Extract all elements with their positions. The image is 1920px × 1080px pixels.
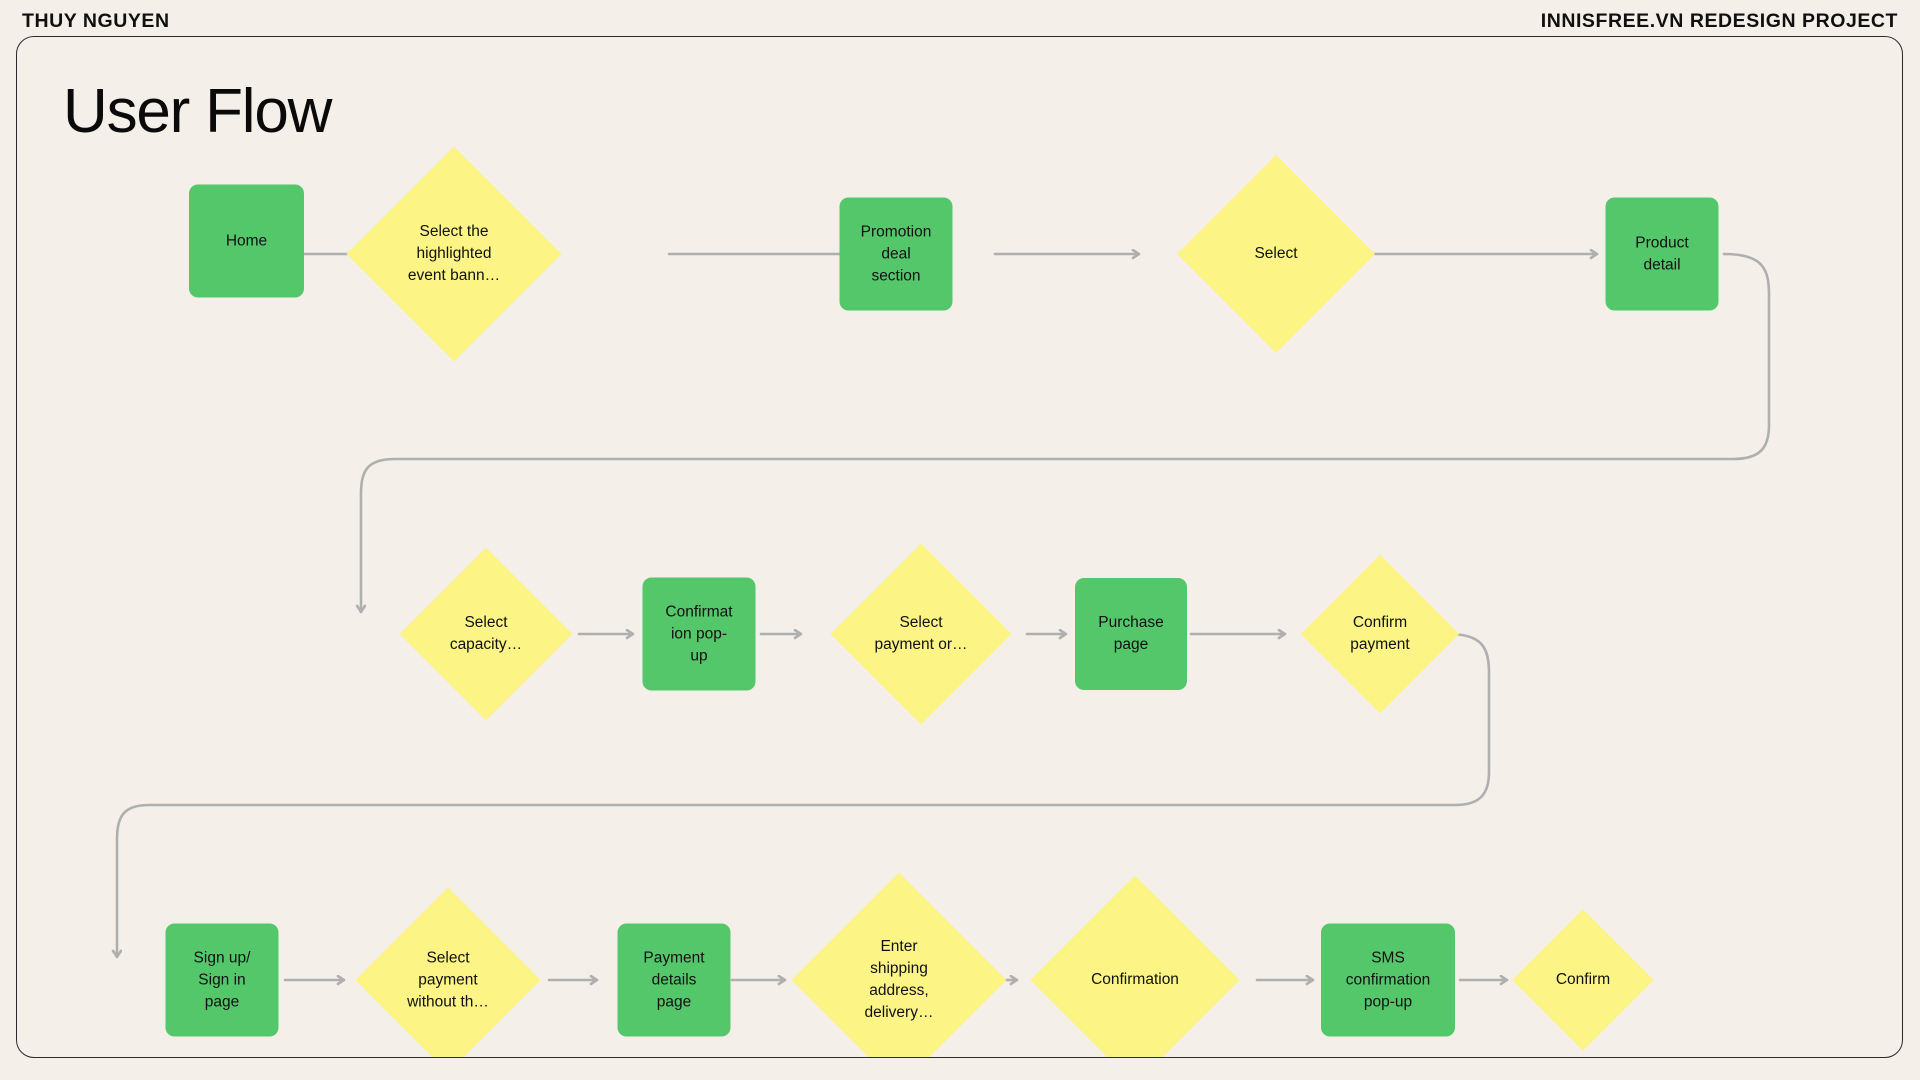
flow-node-label: Select payment without th… bbox=[407, 949, 489, 1010]
flow-node-label: Confirmat ion pop- up bbox=[665, 603, 733, 664]
flow-node-confirmation-popup[interactable]: Confirmat ion pop- up bbox=[642, 577, 756, 691]
flow-node-product-detail[interactable]: Product detail bbox=[1605, 197, 1719, 311]
flow-node-select-payment-without[interactable]: Select payment without th… bbox=[355, 887, 541, 1057]
flow-node-payment-details[interactable]: Payment details page bbox=[617, 923, 731, 1037]
flow-node-confirm[interactable]: Confirm bbox=[1512, 909, 1654, 1051]
flow-node-label: Select bbox=[1254, 245, 1298, 262]
page-header: THUY NGUYEN INNISFREE.VN REDESIGN PROJEC… bbox=[0, 0, 1920, 42]
flow-node-label: Product detail bbox=[1635, 234, 1689, 273]
flow-node-label: Confirm bbox=[1555, 971, 1611, 988]
flow-node-label: Promotion deal section bbox=[860, 223, 932, 284]
flow-node-label: Payment details page bbox=[643, 949, 705, 1010]
flow-node-sms-confirmation[interactable]: SMS confirmation pop-up bbox=[1321, 923, 1455, 1037]
flow-node-promotion-deal[interactable]: Promotion deal section bbox=[839, 197, 953, 311]
edge-confirmpay-to-signup bbox=[117, 632, 1491, 959]
flow-node-select-payment-option[interactable]: Select payment or… bbox=[830, 543, 1012, 725]
flow-canvas: Home Select the highlighted event bann… … bbox=[17, 37, 1902, 1057]
diamond-shape bbox=[1030, 875, 1240, 1057]
flow-node-select-banner[interactable]: Select the highlighted event bann… bbox=[346, 146, 562, 362]
flow-node-enter-shipping[interactable]: Enter shipping address, delivery… bbox=[791, 872, 1007, 1057]
flow-node-label: Confirm payment bbox=[1350, 614, 1410, 653]
flow-node-label: Home bbox=[225, 232, 268, 249]
flow-node-label: Select the highlighted event bann… bbox=[407, 223, 501, 284]
flow-node-home[interactable]: Home bbox=[189, 184, 304, 298]
flow-node-label: Enter shipping address, delivery… bbox=[864, 938, 934, 1021]
edge-product-to-capacity bbox=[361, 252, 1771, 614]
flow-node-select[interactable]: Select bbox=[1177, 155, 1375, 353]
project-name: INNISFREE.VN REDESIGN PROJECT bbox=[1540, 9, 1898, 32]
flow-node-select-capacity[interactable]: Select capacity… bbox=[399, 547, 573, 721]
flow-node-label: Confirmation bbox=[1091, 971, 1179, 988]
flow-node-purchase-page[interactable]: Purchase page bbox=[1075, 578, 1187, 690]
flow-node-confirmation[interactable]: Confirmation bbox=[1030, 875, 1240, 1057]
author-name: THUY NGUYEN bbox=[22, 9, 170, 32]
flow-frame: User Flow bbox=[16, 36, 1903, 1058]
flow-node-label: Sign up/ Sign in page bbox=[193, 949, 251, 1010]
flow-node-signup-signin[interactable]: Sign up/ Sign in page bbox=[165, 923, 279, 1037]
flow-node-label: SMS confirmation pop-up bbox=[1345, 949, 1431, 1010]
flow-node-label: Select payment or… bbox=[874, 614, 968, 653]
page-title: User Flow bbox=[63, 77, 332, 146]
flow-node-label: Purchase page bbox=[1098, 614, 1164, 653]
flow-node-confirm-payment[interactable]: Confirm payment bbox=[1300, 554, 1460, 714]
flow-node-label: Select capacity… bbox=[449, 614, 523, 653]
